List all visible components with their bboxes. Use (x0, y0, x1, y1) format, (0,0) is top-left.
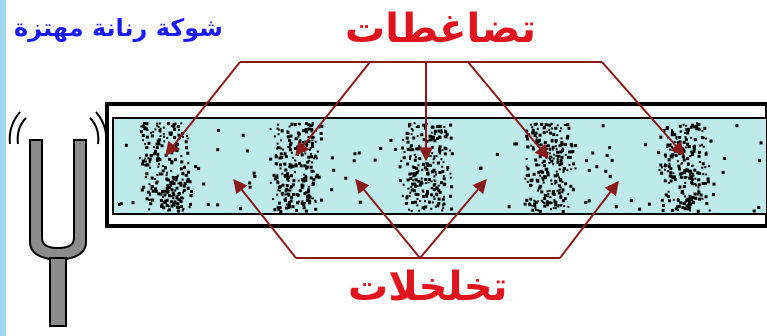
compression-arrow-4 (467, 61, 549, 160)
left-edge-strip (0, 0, 6, 336)
compression-arrows (165, 61, 685, 162)
compression-arrow-2 (295, 61, 371, 157)
rarefactions-label: تخلخلات (348, 264, 508, 310)
rarefaction-arrow-2 (355, 178, 421, 259)
air-tube (105, 102, 767, 228)
compression-arrow-5 (601, 61, 685, 157)
compression-arrow-1 (165, 61, 241, 157)
rarefaction-arrow-4 (559, 180, 619, 259)
rarefaction-arrow-3 (419, 178, 487, 259)
rarefaction-arrows (233, 178, 619, 259)
rarefaction-arrow-1 (233, 178, 297, 259)
compressions-label: تضاغطات (345, 6, 536, 52)
tuning-fork-label: شوكة رنانة مهتزة (14, 14, 223, 42)
tuning-fork-icon (29, 139, 87, 327)
vibration-marks-icon (8, 111, 108, 145)
